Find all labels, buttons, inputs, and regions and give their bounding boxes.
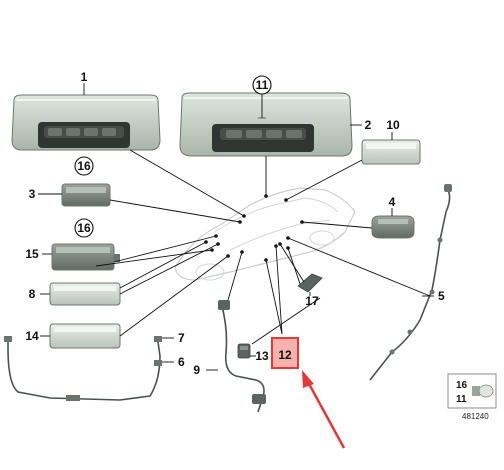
callout-1: 1 bbox=[81, 70, 88, 84]
callout-16b: 16 bbox=[77, 221, 91, 235]
callout-16a: 16 bbox=[77, 159, 91, 173]
reference-number: 481240 bbox=[462, 412, 489, 421]
callout-7: 7 bbox=[178, 331, 185, 345]
callout-3: 3 bbox=[29, 187, 36, 201]
highlight-arrow bbox=[302, 370, 346, 449]
callout-8: 8 bbox=[29, 287, 36, 301]
vehicle-outline bbox=[174, 187, 356, 281]
reading-light-3[interactable] bbox=[61, 183, 111, 207]
interior-lamp-10[interactable] bbox=[361, 139, 421, 165]
callout-13: 13 bbox=[255, 349, 269, 363]
legend-label-bottom: 11 bbox=[456, 394, 467, 405]
leader-lines bbox=[38, 83, 434, 371]
sensor-13[interactable] bbox=[237, 343, 251, 359]
connector-17[interactable] bbox=[297, 273, 323, 293]
callout-2: 2 bbox=[365, 118, 372, 132]
wiring-harness-5[interactable] bbox=[369, 184, 452, 381]
callout-10: 10 bbox=[386, 118, 400, 132]
callout-15: 15 bbox=[25, 247, 39, 261]
lamp-4[interactable] bbox=[371, 215, 415, 239]
callout-16a-ring bbox=[74, 156, 94, 176]
callout-6: 6 bbox=[178, 355, 185, 369]
legend-label-top: 16 bbox=[456, 380, 468, 391]
callout-4: 4 bbox=[389, 195, 396, 209]
callout-16b-ring bbox=[74, 218, 94, 238]
callout-12: 12 bbox=[278, 348, 292, 362]
callout-11-ring bbox=[252, 75, 272, 95]
front-overhead-console[interactable] bbox=[11, 94, 161, 151]
callout-14: 14 bbox=[25, 329, 39, 343]
lamp-15[interactable] bbox=[51, 243, 120, 271]
cable-9[interactable] bbox=[218, 300, 266, 413]
lamp-8[interactable] bbox=[49, 282, 121, 306]
bulb-legend: 16 11 bbox=[447, 373, 497, 409]
callout-5: 5 bbox=[438, 289, 445, 303]
rear-overhead-console[interactable] bbox=[179, 92, 353, 157]
bulb-icon bbox=[472, 384, 494, 398]
highlight-box-12[interactable] bbox=[271, 337, 299, 369]
callout-11: 11 bbox=[256, 78, 269, 92]
wiring-loop-6-7[interactable] bbox=[4, 336, 162, 401]
callout-9: 9 bbox=[193, 363, 200, 377]
callout-17: 17 bbox=[305, 294, 319, 308]
lamp-14[interactable] bbox=[49, 323, 121, 349]
